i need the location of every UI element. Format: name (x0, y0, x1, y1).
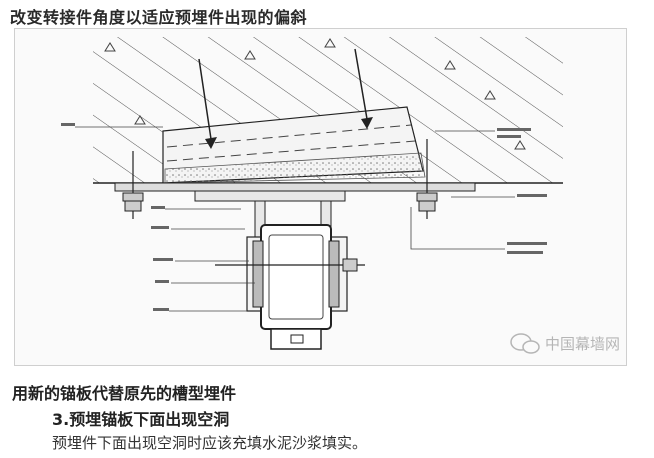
anchor-bolts (198, 48, 373, 149)
watermark-text: 中国幕墙网 (545, 335, 620, 353)
section-title: 3.预埋锚板下面出现空洞 (52, 410, 230, 429)
aluminum-mullion (215, 224, 365, 350)
top-heading: 改变转接件角度以适应预埋件出现的偏斜 (10, 8, 308, 27)
side-bolt-left (122, 151, 144, 219)
callout-lines (75, 126, 515, 312)
body-paragraph: 预埋件下面出现空洞时应该充填水泥沙浆填实。 (52, 434, 368, 452)
wechat-icon (510, 333, 540, 354)
watermark: 中国幕墙网 (510, 333, 620, 354)
technical-drawing: 中国幕墙网 (14, 28, 627, 366)
callout-labels (61, 123, 547, 311)
figure-caption: 用新的锚板代替原先的槽型埋件 (12, 384, 237, 403)
side-bolt-right (416, 139, 438, 219)
